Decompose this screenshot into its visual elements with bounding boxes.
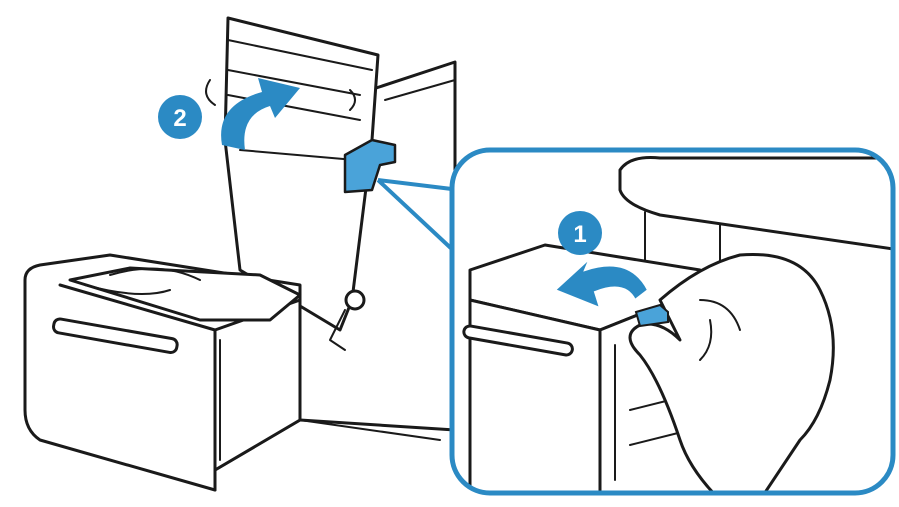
step-1-arrow — [553, 257, 650, 310]
callout-connector — [376, 178, 461, 254]
hand — [628, 252, 835, 493]
step-1-number: 1 — [573, 221, 586, 248]
step-2-badge: 2 — [158, 95, 202, 139]
callout-border — [449, 147, 896, 496]
detail-callout — [449, 147, 896, 496]
release-tab — [634, 303, 669, 328]
cover-lever — [343, 138, 397, 194]
step-2-number: 2 — [173, 105, 186, 132]
step-1-badge: 1 — [558, 211, 602, 255]
paper-drawer-left — [23, 253, 441, 492]
step-2-arrow — [221, 78, 300, 150]
